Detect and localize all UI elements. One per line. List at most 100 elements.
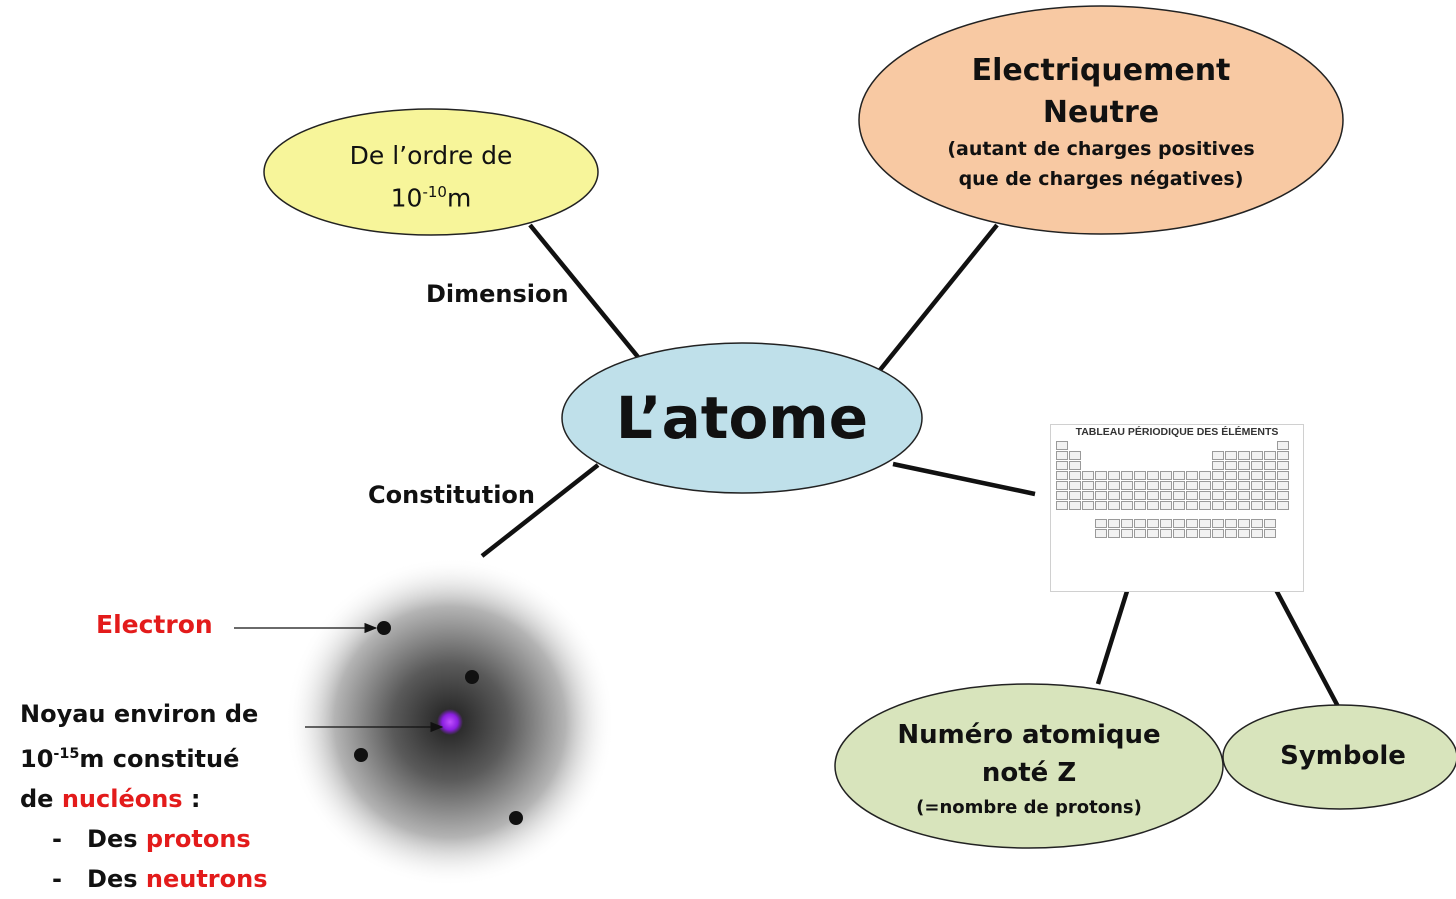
periodic-cell [1147, 529, 1159, 538]
periodic-cell [1186, 481, 1198, 490]
periodic-cell [1095, 471, 1107, 480]
dimension-bubble-text: De l’ordre de 10-10m [331, 138, 531, 216]
periodic-cell [1264, 451, 1276, 460]
numero-line3: (=nombre de protons) [916, 797, 1142, 818]
periodic-cell [1225, 491, 1237, 500]
charge-line1: Electriquement [971, 53, 1231, 88]
numero-line1: Numéro atomique [897, 720, 1161, 750]
charge-line4: que de charges négatives) [958, 168, 1244, 190]
periodic-cell [1264, 529, 1276, 538]
periodic-cell [1277, 501, 1289, 510]
periodic-cell [1277, 451, 1289, 460]
periodic-cell [1277, 461, 1289, 470]
periodic-cell [1121, 491, 1133, 500]
nucleus [437, 709, 463, 735]
periodic-cell [1238, 501, 1250, 510]
periodic-cell [1212, 529, 1224, 538]
dimension-connector [528, 223, 640, 359]
periodic-cell [1160, 529, 1172, 538]
periodic-cell [1212, 481, 1224, 490]
periodic-cell [1095, 491, 1107, 500]
periodic-cell [1056, 451, 1068, 460]
periodic-cell [1238, 519, 1250, 528]
constitution-connector [480, 463, 600, 558]
periodic-cell [1160, 501, 1172, 510]
periodic-cell [1199, 481, 1211, 490]
periodic-cell [1056, 491, 1068, 500]
periodic-cell [1251, 471, 1263, 480]
periodic-cell [1147, 471, 1159, 480]
periodic-cell [1108, 529, 1120, 538]
symbole-connector [1273, 586, 1344, 716]
periodic-cell [1134, 481, 1146, 490]
periodic-cell [1225, 519, 1237, 528]
periodic-cell [1108, 491, 1120, 500]
electron-dot [465, 670, 479, 684]
periodic-cell [1199, 501, 1211, 510]
periodic-cell [1212, 491, 1224, 500]
bullet-protons: - Des protons [52, 825, 251, 853]
periodic-cell [1186, 519, 1198, 528]
periodic-cell [1082, 481, 1094, 490]
center-title: L’atome [615, 384, 869, 452]
periodic-cell [1238, 529, 1250, 538]
periodic-cell [1147, 491, 1159, 500]
periodic-cell [1251, 481, 1263, 490]
periodic-cell [1069, 491, 1081, 500]
periodic-cell [1095, 519, 1107, 528]
periodic-cell [1095, 481, 1107, 490]
electron-dot [509, 811, 523, 825]
periodic-cell [1173, 481, 1185, 490]
periodic-cell [1173, 519, 1185, 528]
periodic-cell [1121, 471, 1133, 480]
periodic-cell [1199, 491, 1211, 500]
periodic-cell [1082, 471, 1094, 480]
periodic-cell [1225, 471, 1237, 480]
periodic-cell [1277, 491, 1289, 500]
periodic-cell [1056, 481, 1068, 490]
periodic-cell [1251, 529, 1263, 538]
periodic-cell [1121, 481, 1133, 490]
periodic-cell [1108, 471, 1120, 480]
periodic-cell [1277, 481, 1289, 490]
dimension-branch-label: Dimension [426, 280, 569, 308]
periodic-cell [1134, 529, 1146, 538]
periodic-cell [1069, 471, 1081, 480]
periodic-cell [1199, 471, 1211, 480]
periodic-cell [1082, 501, 1094, 510]
periodic-cell [1238, 471, 1250, 480]
periodic-cell [1056, 471, 1068, 480]
dimension-line1: De l’ordre de [349, 141, 513, 170]
dimension-value: 10-10m [390, 183, 472, 213]
periodic-cell [1134, 501, 1146, 510]
periodic-cell [1160, 519, 1172, 528]
periodic-cell [1056, 461, 1068, 470]
periodic-cell [1199, 519, 1211, 528]
periodic-cell [1251, 501, 1263, 510]
electron-dot [377, 621, 391, 635]
periodic-cell [1160, 481, 1172, 490]
periodic-cell [1225, 481, 1237, 490]
periodic-cell [1238, 481, 1250, 490]
periodic-cell [1056, 501, 1068, 510]
periodic-cell [1225, 501, 1237, 510]
periodic-cell [1186, 491, 1198, 500]
periodic-cell [1069, 481, 1081, 490]
charge-connector [878, 223, 999, 372]
periodic-connector [892, 461, 1036, 497]
periodic-cell [1277, 441, 1289, 450]
symbole-label: Symbole [1280, 741, 1406, 771]
periodic-cell [1173, 529, 1185, 538]
periodic-cell [1082, 491, 1094, 500]
periodic-cell [1264, 501, 1276, 510]
periodic-cell [1134, 471, 1146, 480]
center-bubble [561, 342, 923, 494]
periodic-cell [1212, 461, 1224, 470]
periodic-cell [1238, 491, 1250, 500]
periodic-cell [1212, 519, 1224, 528]
electron-label: Electron [96, 610, 213, 639]
periodic-cell [1251, 491, 1263, 500]
periodic-cell [1095, 529, 1107, 538]
periodic-cell [1108, 481, 1120, 490]
